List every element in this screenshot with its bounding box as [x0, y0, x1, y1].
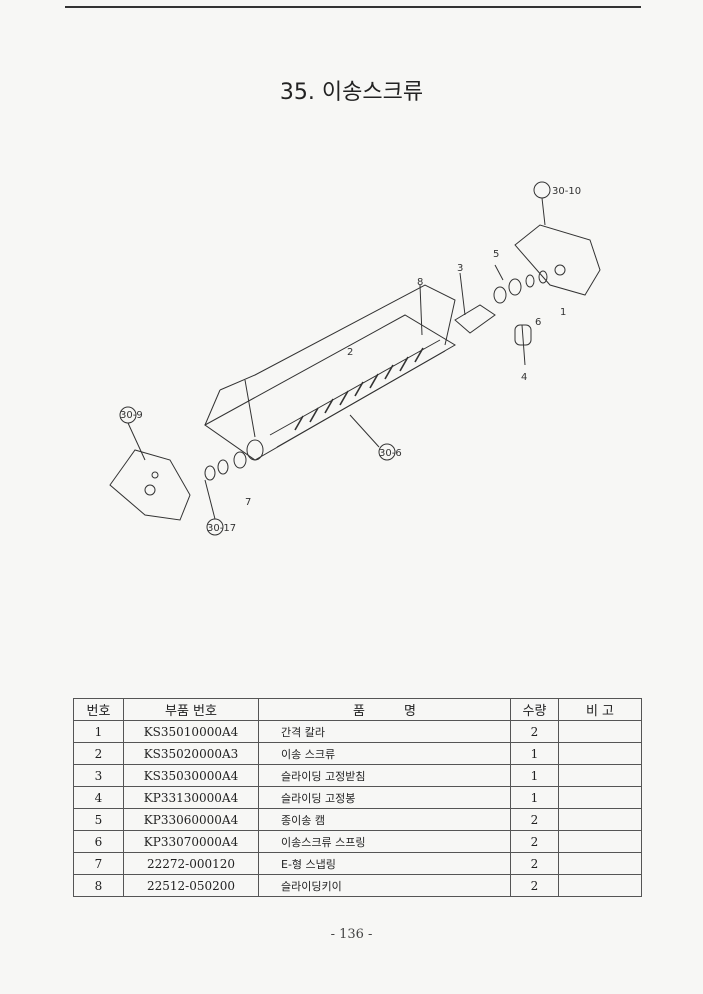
remarks	[558, 808, 642, 831]
part-name: 간격 칼라	[258, 720, 511, 743]
remarks	[558, 852, 642, 875]
callout-7: 7	[245, 497, 251, 508]
row-number: 7	[73, 852, 124, 875]
callout-30-6: 30-6	[379, 448, 402, 459]
remarks	[558, 742, 642, 765]
row-number: 6	[73, 830, 124, 853]
part-name: 이송 스크류	[258, 742, 511, 765]
part-number: KP33130000A4	[123, 786, 259, 809]
row-number: 1	[73, 720, 124, 743]
top-rule	[65, 6, 641, 8]
right-cover	[514, 224, 601, 296]
remarks	[558, 874, 642, 897]
table-header-row: 번호 부품 번호 품 명 수량 비 고	[73, 698, 642, 721]
callout-1: 1	[560, 307, 566, 318]
row-number: 3	[73, 764, 124, 787]
part-name: 종이송 캠	[258, 808, 511, 831]
exploded-parts-diagram: 30-10 30-9 30-17 30-6 1 2 3 4 5 6 7 8	[109, 181, 601, 536]
page-title: 35. 이송스크류	[279, 80, 424, 105]
header-part-number: 부품 번호	[123, 698, 259, 721]
callout-6: 6	[535, 317, 541, 328]
remarks	[558, 830, 642, 853]
row-number: 2	[73, 742, 124, 765]
part-number: KP33070000A4	[123, 830, 259, 853]
callout-3: 3	[457, 263, 463, 274]
part-number: KS35010000A4	[123, 720, 259, 743]
remarks	[558, 720, 642, 743]
row-number: 8	[73, 874, 124, 897]
part-number: KS35020000A3	[123, 742, 259, 765]
callout-30-10: 30-10	[552, 186, 581, 197]
callout-2: 2	[347, 347, 353, 358]
left-cover	[109, 449, 191, 521]
quantity: 1	[510, 742, 559, 765]
housing	[204, 314, 456, 461]
quantity: 2	[510, 830, 559, 853]
part-number: KS35030000A4	[123, 764, 259, 787]
quantity: 1	[510, 764, 559, 787]
part-name: E-형 스냅링	[258, 852, 511, 875]
remarks	[558, 764, 642, 787]
feed-screw	[269, 339, 446, 448]
header-quantity: 수량	[510, 698, 559, 721]
callout-5: 5	[493, 249, 499, 260]
part-number: KP33060000A4	[123, 808, 259, 831]
remarks	[558, 786, 642, 809]
page-number: - 136 -	[330, 927, 373, 942]
callout-30-17: 30-17	[207, 523, 236, 534]
quantity: 2	[510, 852, 559, 875]
callout-30-9: 30-9	[120, 410, 143, 421]
header-remarks: 비 고	[558, 698, 642, 721]
quantity: 2	[510, 874, 559, 897]
header-part-name: 품 명	[258, 698, 511, 721]
part-number: 22512-050200	[123, 874, 259, 897]
row-number: 4	[73, 786, 124, 809]
quantity: 2	[510, 808, 559, 831]
part-name: 슬라이딩 고정봉	[258, 786, 511, 809]
callout-8: 8	[417, 277, 423, 288]
part-name: 슬라이딩키이	[258, 874, 511, 897]
callout-4: 4	[521, 372, 527, 383]
header-number: 번호	[73, 698, 124, 721]
quantity: 1	[510, 786, 559, 809]
part-number: 22272-000120	[123, 852, 259, 875]
part-name: 슬라이딩 고정받침	[258, 764, 511, 787]
part-name: 이송스크류 스프링	[258, 830, 511, 853]
row-number: 5	[73, 808, 124, 831]
quantity: 2	[510, 720, 559, 743]
